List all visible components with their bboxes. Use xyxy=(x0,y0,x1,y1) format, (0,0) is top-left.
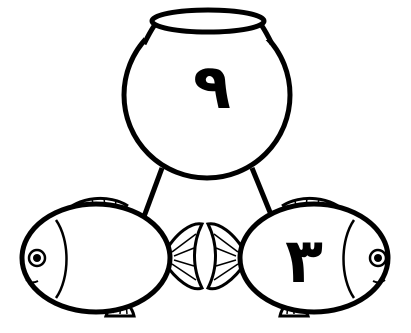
left-fish-pupil xyxy=(33,254,41,262)
right-fish-part: ٣ xyxy=(208,198,388,316)
left-connector-line xyxy=(142,168,162,222)
left-fish-part xyxy=(22,198,202,316)
right-fish-number[interactable]: ٣ xyxy=(285,224,323,297)
bowl-opening xyxy=(152,10,264,32)
fishbowl-whole: ٩ xyxy=(124,6,290,178)
right-fish-pupil xyxy=(374,254,382,262)
bowl-number[interactable]: ٩ xyxy=(193,50,231,123)
